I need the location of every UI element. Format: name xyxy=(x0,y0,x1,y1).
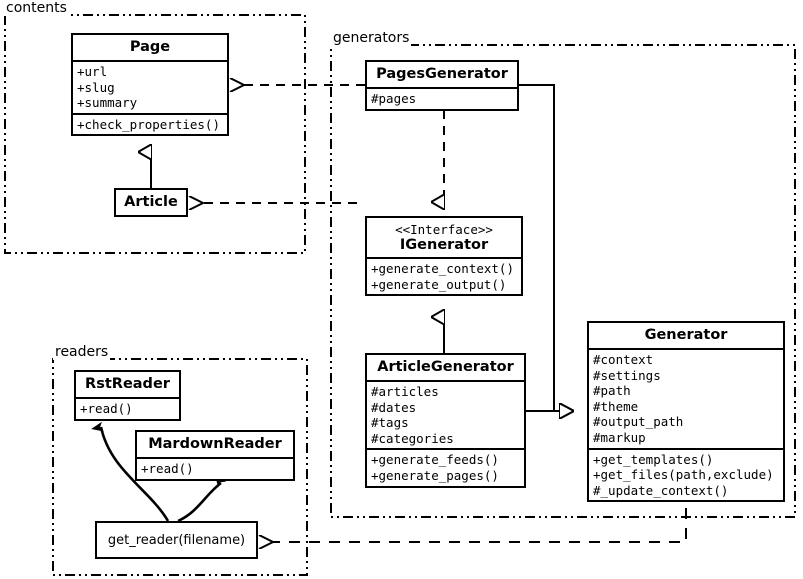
package-label-readers: readers xyxy=(53,344,111,360)
method: #_update_context() xyxy=(593,482,729,498)
class-rst-reader-methods: +read() xyxy=(76,397,179,419)
class-mardown-reader-methods: +read() xyxy=(137,457,293,479)
attribute: #path xyxy=(593,383,631,399)
class-generator-title: Generator xyxy=(644,327,728,343)
class-page[interactable]: Page +url +slug +summary +check_properti… xyxy=(71,33,229,137)
method: +generate_pages() xyxy=(371,467,499,483)
class-page-methods: +check_properties() xyxy=(73,112,227,135)
method: +read() xyxy=(80,401,133,416)
attribute: #pages xyxy=(371,91,417,106)
attribute: #dates xyxy=(371,399,417,415)
method: +read() xyxy=(141,461,194,476)
attribute: #markup xyxy=(593,429,646,445)
class-igenerator-header: <<Interface>> IGenerator xyxy=(367,218,521,257)
class-article[interactable]: Article xyxy=(114,188,188,217)
class-generator[interactable]: Generator #context #settings #path #them… xyxy=(587,321,785,503)
class-pages-generator[interactable]: PagesGenerator #pages xyxy=(365,60,519,111)
attribute: #tags xyxy=(371,415,409,431)
class-rst-reader[interactable]: RstReader +read() xyxy=(74,370,181,421)
class-generator-attributes: #context #settings #path #theme #output_… xyxy=(589,348,783,448)
class-pages-generator-title: PagesGenerator xyxy=(376,66,508,82)
package-contents xyxy=(4,14,306,254)
class-page-attributes: +url +slug +summary xyxy=(73,60,227,113)
class-igenerator-title: IGenerator xyxy=(399,237,489,253)
class-rst-reader-title: RstReader xyxy=(85,376,170,392)
class-article-generator[interactable]: ArticleGenerator #articles #dates #tags … xyxy=(365,353,526,488)
attribute: #output_path xyxy=(593,414,684,430)
class-igenerator-stereotype: <<Interface>> xyxy=(395,222,493,237)
method: +generate_context() xyxy=(371,261,514,276)
package-label-generators: generators xyxy=(331,30,412,46)
package-readers-border xyxy=(52,358,308,576)
class-mardown-reader-title: MardownReader xyxy=(148,436,282,452)
package-label-contents: contents xyxy=(4,0,69,16)
attribute: #articles xyxy=(371,384,439,399)
class-article-title: Article xyxy=(124,194,178,210)
class-mardown-reader[interactable]: MardownReader +read() xyxy=(135,430,295,481)
method: +get_templates() xyxy=(593,451,714,467)
method: +check_properties() xyxy=(77,116,220,132)
method: +get_files(path,exclude) xyxy=(593,467,774,483)
package-readers xyxy=(52,358,308,576)
function-get-reader-label: get_reader(filename) xyxy=(107,532,246,548)
attribute: #categories xyxy=(371,430,454,446)
class-article-generator-title: ArticleGenerator xyxy=(377,359,514,375)
class-igenerator[interactable]: <<Interface>> IGenerator +generate_conte… xyxy=(365,216,523,297)
package-contents-border xyxy=(4,14,306,254)
method: +generate_output() xyxy=(371,276,507,292)
class-generator-methods: +get_templates() +get_files(path,exclude… xyxy=(589,447,783,501)
attribute: +url xyxy=(77,64,108,79)
class-pages-generator-attributes: #pages xyxy=(367,87,517,109)
class-article-generator-attributes: #articles #dates #tags #categories xyxy=(367,380,524,448)
attribute: +summary xyxy=(77,95,138,111)
attribute: +slug xyxy=(77,79,115,95)
attribute: #context xyxy=(593,352,654,367)
attribute: #settings xyxy=(593,367,661,383)
class-igenerator-methods: +generate_context() +generate_output() xyxy=(367,257,521,294)
attribute: #theme xyxy=(593,398,639,414)
method: +generate_feeds() xyxy=(371,452,499,468)
function-get-reader[interactable]: get_reader(filename) xyxy=(95,521,258,559)
class-page-title: Page xyxy=(129,39,171,55)
class-article-generator-methods: +generate_feeds() +generate_pages() xyxy=(367,448,524,485)
